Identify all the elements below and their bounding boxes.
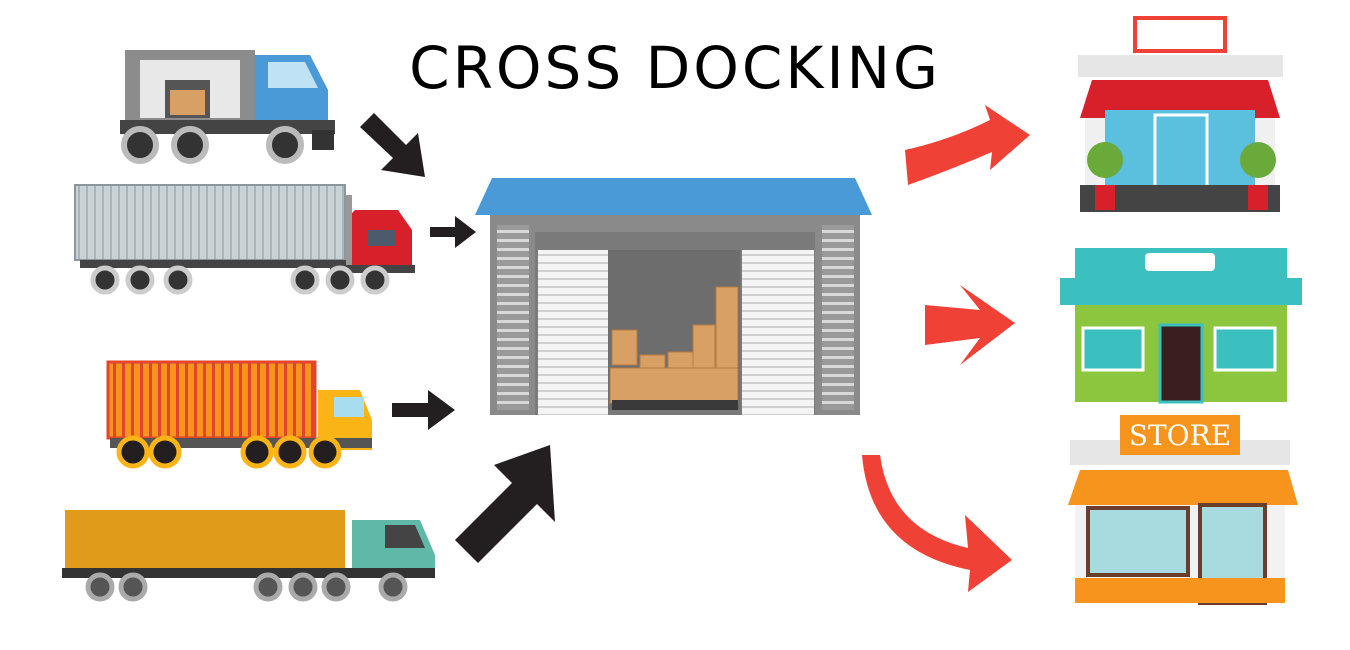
arrow-icon (905, 105, 1030, 185)
store-orange: STORE (1068, 415, 1298, 605)
arrow-icon (430, 216, 476, 248)
outbound-arrows (862, 105, 1030, 592)
store-sign: STORE (1129, 419, 1231, 452)
trailer-truck-teal (62, 510, 435, 602)
inbound-arrows (360, 113, 555, 563)
arrow-icon (392, 390, 455, 430)
arrow-icon (360, 113, 425, 177)
arrow-icon (455, 445, 555, 563)
store-red-awning (1078, 16, 1283, 212)
store-green (1060, 248, 1302, 404)
arrow-icon (925, 285, 1015, 365)
container-truck-orange (106, 360, 372, 469)
arrow-icon (862, 455, 1012, 592)
semi-truck-red (74, 184, 415, 295)
box-truck-blue (120, 50, 335, 164)
page-title: CROSS DOCKING (409, 34, 941, 102)
warehouse (475, 178, 872, 415)
